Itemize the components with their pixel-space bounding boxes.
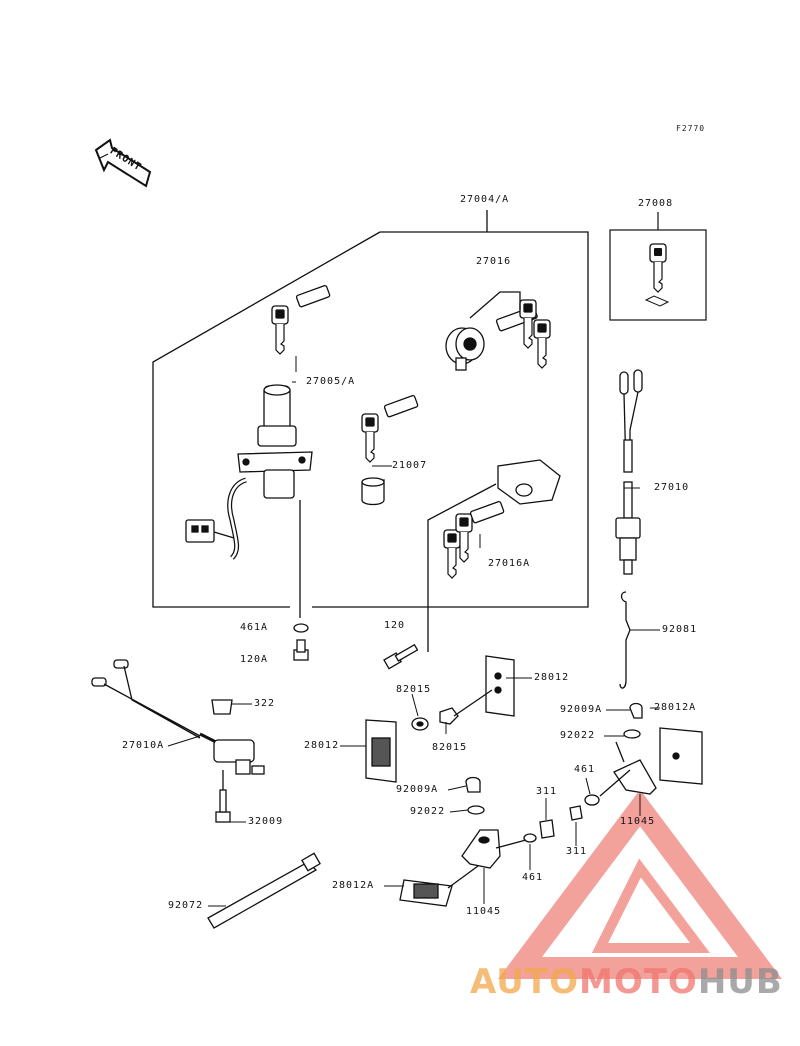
screws-washers-mid	[465, 776, 485, 815]
label-28012A-right: 28012A	[654, 702, 697, 713]
helmet-lock-27016A	[443, 459, 561, 579]
label-28012-left: 28012	[304, 740, 340, 751]
watermark-part3: HUB	[697, 962, 783, 1002]
label-21007: 21007	[392, 460, 428, 471]
label-322: 322	[254, 698, 276, 709]
label-27004A: 27004/A	[460, 194, 510, 205]
label-461A: 461A	[240, 622, 269, 633]
label-311-top: 311	[536, 786, 558, 797]
label-27008: 27008	[638, 198, 674, 209]
label-27010: 27010	[654, 482, 690, 493]
label-311-bottom: 311	[566, 846, 588, 857]
label-92022-right: 92022	[560, 730, 596, 741]
washer-bolt-hardware	[293, 483, 497, 670]
watermark-text: AUTOMOTOHUB	[470, 962, 783, 1002]
label-120A: 120A	[240, 654, 269, 665]
label-92081: 92081	[662, 624, 698, 635]
label-461-right: 461	[574, 764, 596, 775]
watermark-part1: AUTO	[470, 962, 579, 1002]
label-92022-mid: 92022	[410, 806, 446, 817]
rubber-dampers	[365, 655, 515, 783]
watermark-part2: MOTO	[578, 962, 698, 1002]
figure-code: F2770	[676, 124, 706, 133]
bracket-assembly-right	[539, 702, 703, 839]
leader-lines	[167, 356, 660, 907]
label-27005A: 27005/A	[306, 376, 356, 387]
bracket-assembly-bottom	[399, 829, 537, 907]
key-21007	[361, 394, 419, 506]
label-82015-bottom: 82015	[432, 742, 468, 753]
cable-tie-92072	[207, 852, 321, 929]
label-28012A-bottom: 28012A	[332, 880, 375, 891]
label-11045-right: 11045	[620, 816, 656, 827]
label-11045-bottom: 11045	[466, 906, 502, 917]
label-92009A-mid: 92009A	[396, 784, 439, 795]
label-27010A: 27010A	[122, 740, 165, 751]
seat-lock-27016	[445, 291, 551, 371]
label-92009A-right: 92009A	[560, 704, 603, 715]
spring-92081	[619, 591, 631, 689]
front-arrow-icon	[94, 138, 152, 188]
stop-switch-27010	[615, 369, 643, 575]
label-92072: 92072	[168, 900, 204, 911]
label-27016: 27016	[476, 256, 512, 267]
label-461-bottom: 461	[522, 872, 544, 883]
label-27016A: 27016A	[488, 558, 531, 569]
label-120: 120	[384, 620, 406, 631]
label-82015-top: 82015	[396, 684, 432, 695]
switch-27010A	[91, 659, 265, 823]
label-28012-top: 28012	[534, 672, 570, 683]
kit-27004A-outline	[152, 210, 589, 608]
ignition-switch	[185, 284, 331, 560]
key-blank-27008-box	[609, 212, 707, 321]
watermark-logo	[498, 789, 782, 979]
label-32009: 32009	[248, 816, 284, 827]
